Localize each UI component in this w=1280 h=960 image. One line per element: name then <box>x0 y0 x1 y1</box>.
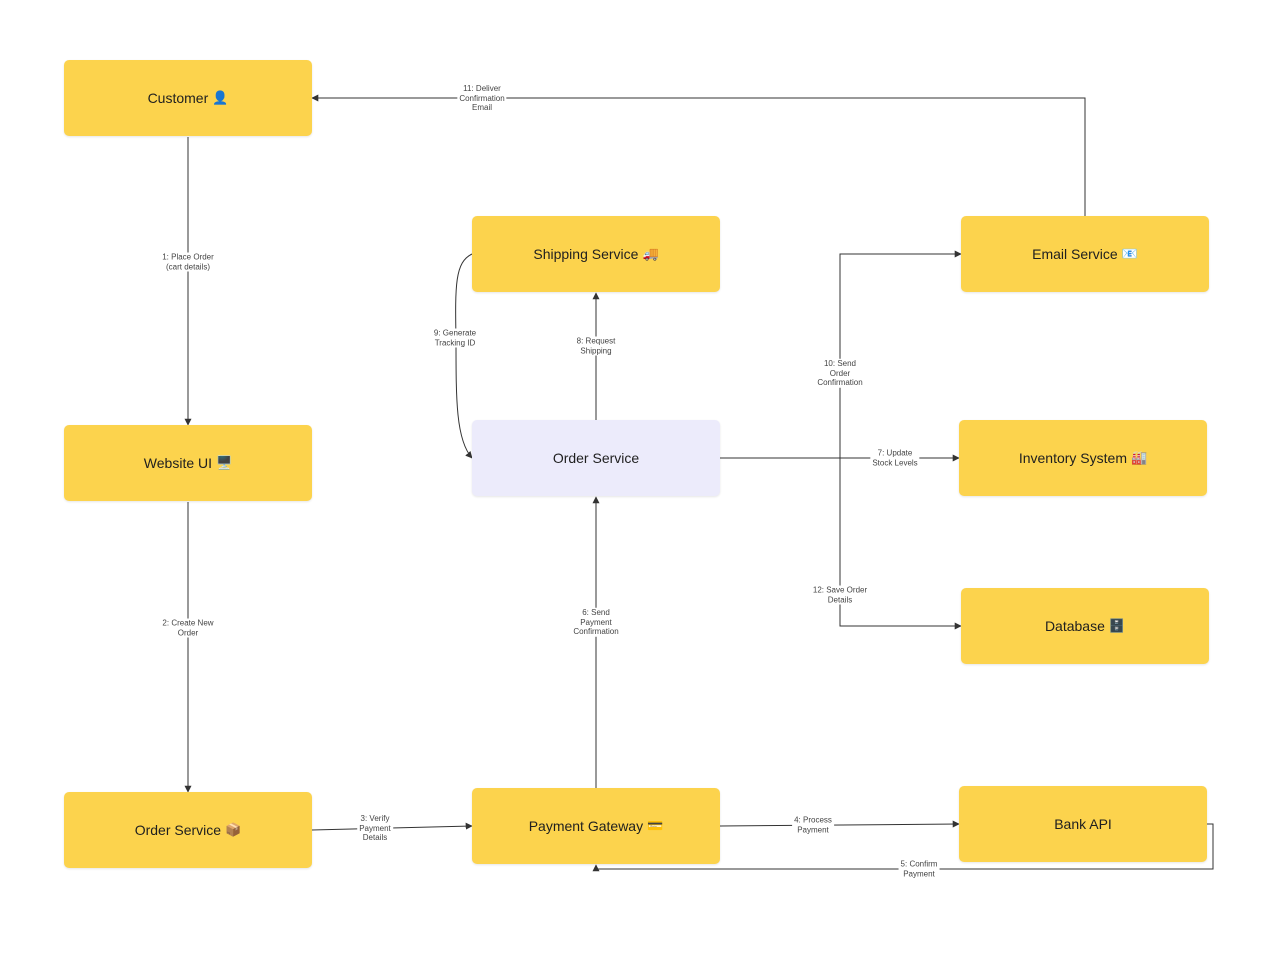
node-order-service[interactable]: Order Service <box>472 420 720 496</box>
node-label: Order Service <box>552 450 640 466</box>
node-label: Customer <box>147 90 209 106</box>
node-label: Order Service <box>134 822 222 838</box>
edge-label-save-order: 12: Save Order Details <box>810 585 870 605</box>
node-database[interactable]: Database 🗄️ <box>961 588 1209 664</box>
node-order-service-create[interactable]: Order Service 📦 <box>64 792 312 868</box>
node-payment-gateway[interactable]: Payment Gateway 💳 <box>472 788 720 864</box>
edge-label-deliver-confirmation: 11: Deliver Confirmation Email <box>457 83 507 113</box>
node-label: Inventory System <box>1018 450 1127 466</box>
package-icon: 📦 <box>225 822 242 837</box>
node-email-service[interactable]: Email Service 📧 <box>961 216 1209 292</box>
edge-label-send-payment-confirmation: 6: Send Payment Confirmation <box>571 607 621 637</box>
node-bank-api[interactable]: Bank API <box>959 786 1207 862</box>
edge-label-confirm-payment: 5: Confirm Payment <box>898 859 940 879</box>
node-label: Database <box>1044 618 1105 634</box>
file-cabinet-icon: 🗄️ <box>1108 618 1126 633</box>
email-icon: 📧 <box>1121 246 1138 261</box>
desktop-computer-icon: 🖥️ <box>216 455 233 470</box>
edge-confirm-payment <box>592 823 1214 872</box>
node-label: Website UI <box>143 455 213 471</box>
factory-icon: 🏭 <box>1130 450 1148 465</box>
node-inventory-system[interactable]: Inventory System 🏭 <box>959 420 1207 496</box>
edge-label-process-payment: 4: Process Payment <box>792 815 834 835</box>
edge-save-order <box>839 458 962 630</box>
credit-card-icon: 💳 <box>647 818 664 833</box>
truck-icon: 🚚 <box>642 246 659 261</box>
edge-label-update-stock: 7: Update Stock Levels <box>870 448 920 468</box>
node-label: Shipping Service <box>533 246 639 262</box>
node-label: Email Service <box>1032 246 1118 262</box>
person-icon: 👤 <box>212 90 229 105</box>
edge-deliver-confirmation <box>311 94 1086 216</box>
node-label: Bank API <box>1054 816 1112 832</box>
edge-label-send-order-confirmation: 10: Send Order Confirmation <box>815 358 865 388</box>
node-label: Payment Gateway <box>528 818 644 834</box>
edge-label-verify-payment: 3: Verify Payment Details <box>357 813 393 843</box>
edge-label-place-order: 1: Place Order (cart details) <box>160 252 216 272</box>
node-customer[interactable]: Customer 👤 <box>64 60 312 136</box>
edge-process-payment <box>719 820 960 828</box>
node-website-ui[interactable]: Website UI 🖥️ <box>64 425 312 501</box>
edge-label-generate-tracking: 9: Generate Tracking ID <box>431 328 479 348</box>
edge-label-create-new-order: 2: Create New Order <box>160 618 216 638</box>
edge-send-order-confirmation <box>839 250 962 458</box>
node-shipping-service[interactable]: Shipping Service 🚚 <box>472 216 720 292</box>
edge-label-request-shipping: 8: Request Shipping <box>574 336 618 356</box>
edge-generate-tracking <box>455 253 473 459</box>
